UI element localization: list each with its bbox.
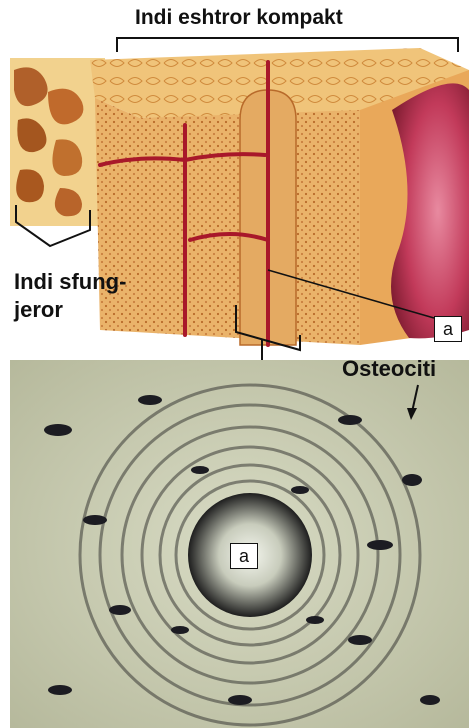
- compact-bone-front-face: [95, 98, 360, 345]
- compact-bone-label: Indi eshtror kompakt: [135, 6, 343, 30]
- spongy-bone-label: Indi sfung- jeror: [14, 268, 126, 324]
- canal-label-top: a: [434, 316, 462, 342]
- osteocytes-label: Osteociti: [342, 356, 436, 382]
- spongy-bone: [10, 58, 105, 226]
- spongy-bone-label-line2: jeror: [14, 296, 126, 324]
- spongy-bone-label-line1: Indi sfung-: [14, 268, 126, 296]
- canal-label-bottom: a: [230, 543, 258, 569]
